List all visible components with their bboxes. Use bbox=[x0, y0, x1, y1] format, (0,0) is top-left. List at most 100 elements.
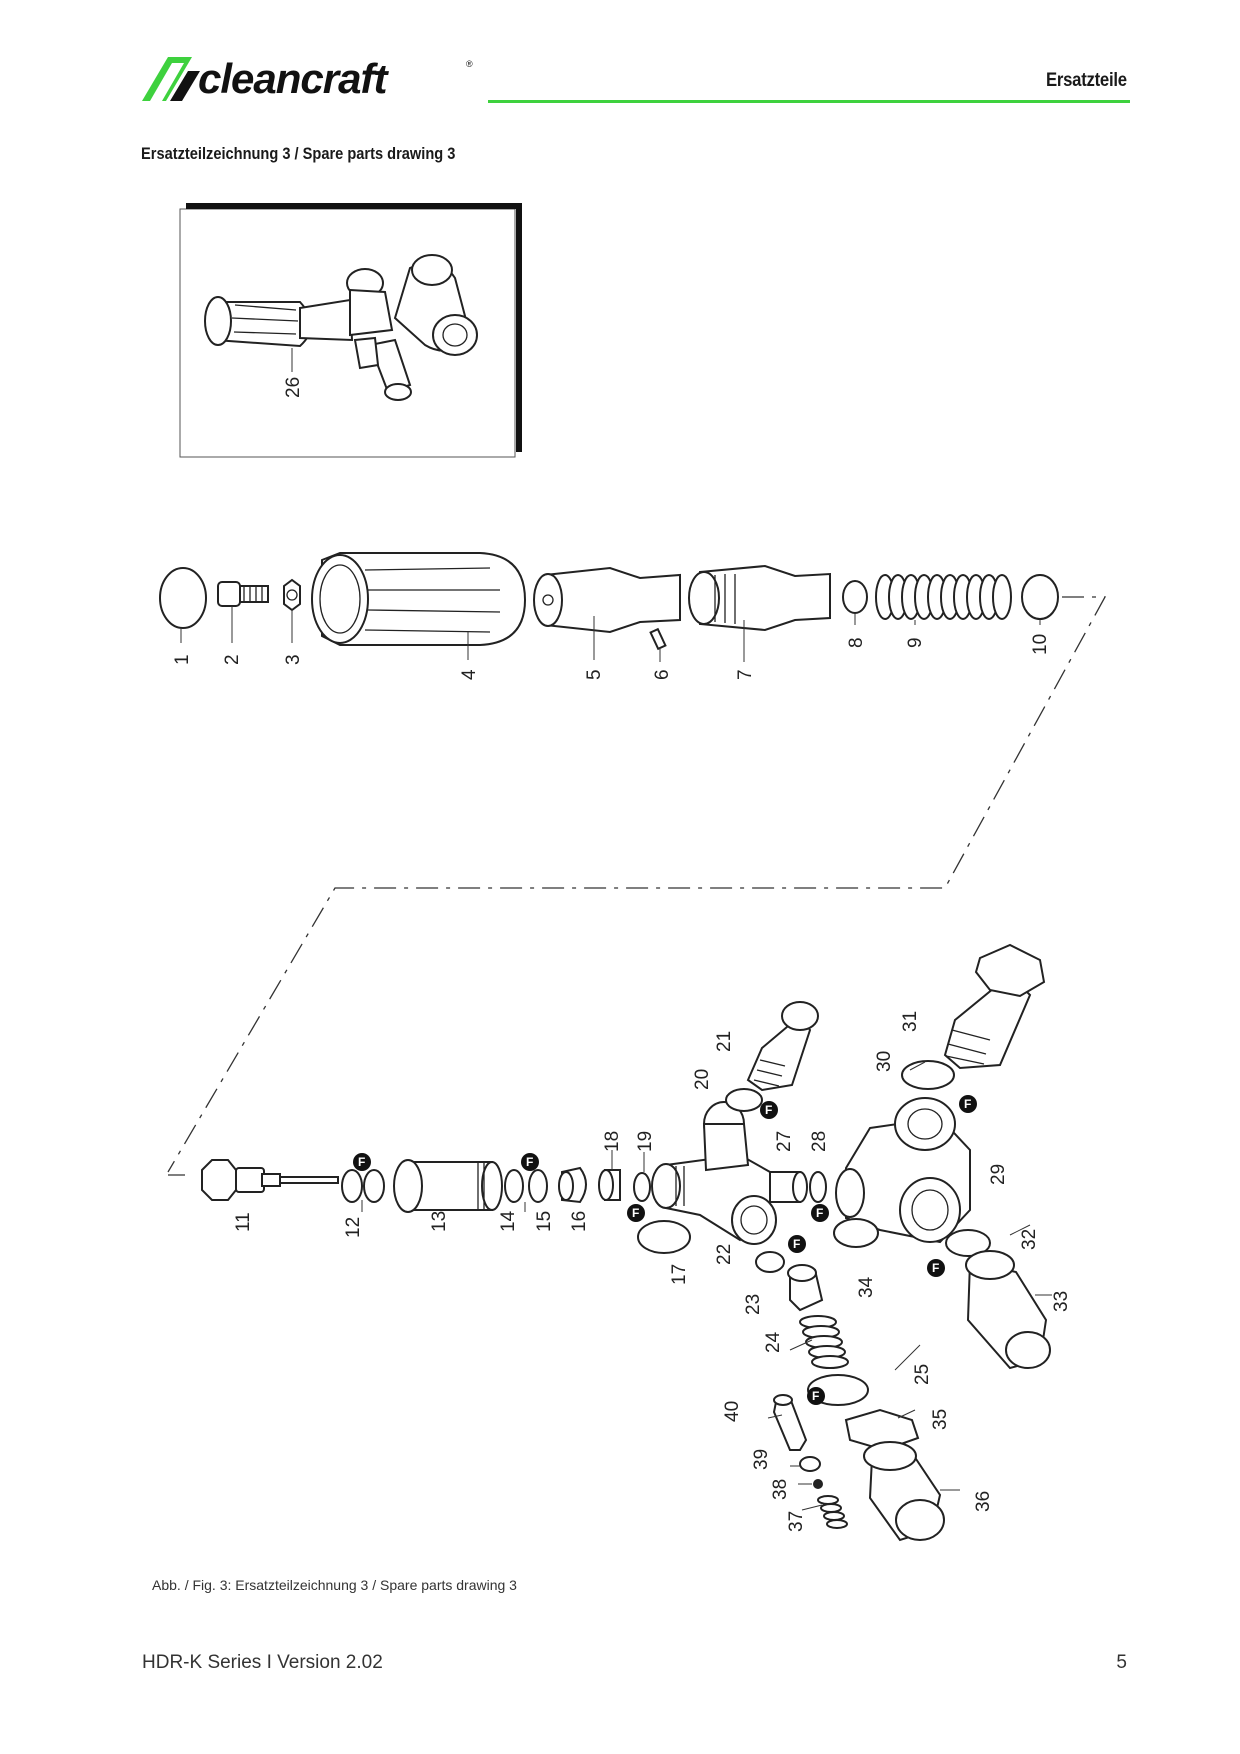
part-number: 36 bbox=[973, 1491, 994, 1512]
section-title: Ersatzteilzeichnung 3 / Spare parts draw… bbox=[141, 144, 456, 163]
part-number: 23 bbox=[743, 1294, 764, 1315]
part-11-valve-stem bbox=[201, 1159, 339, 1201]
part-number: 31 bbox=[900, 1011, 921, 1032]
part-9-spring bbox=[875, 574, 1012, 620]
page-number: 5 bbox=[1116, 1652, 1127, 1673]
f-badges: F F F F F F F F F bbox=[353, 1095, 977, 1405]
part-number: 16 bbox=[569, 1211, 590, 1232]
inset-part-label: 26 bbox=[283, 377, 304, 398]
part-number: 35 bbox=[930, 1409, 951, 1430]
part-number: 11 bbox=[233, 1212, 254, 1232]
part-number: 7 bbox=[735, 669, 756, 680]
part-number: 14 bbox=[498, 1210, 519, 1232]
svg-text:F: F bbox=[632, 1206, 639, 1220]
part-number: 25 bbox=[912, 1364, 933, 1385]
part-number: 2 bbox=[222, 654, 243, 665]
part-10-cap bbox=[1021, 574, 1059, 620]
part-2-bolt bbox=[217, 581, 269, 607]
part-5-sleeve bbox=[533, 566, 681, 634]
svg-text:F: F bbox=[358, 1155, 365, 1169]
inset-frame bbox=[179, 203, 522, 458]
svg-text:F: F bbox=[816, 1206, 823, 1220]
f-badge: F bbox=[811, 1204, 829, 1222]
f-badge: F bbox=[927, 1259, 945, 1277]
svg-text:F: F bbox=[964, 1097, 971, 1111]
part-31-banjo-bolt bbox=[943, 943, 1046, 1070]
connector-line bbox=[167, 596, 1107, 1176]
svg-text:F: F bbox=[765, 1103, 772, 1117]
cleancraft-logo: cleancraft ® bbox=[142, 55, 473, 102]
part-number: 13 bbox=[429, 1211, 450, 1232]
registered-mark: ® bbox=[466, 59, 473, 69]
part-number: 8 bbox=[846, 637, 867, 648]
part-29-block bbox=[835, 1097, 971, 1244]
header-rule bbox=[488, 100, 1130, 103]
part-number: 21 bbox=[714, 1031, 735, 1052]
part-number: 4 bbox=[459, 669, 480, 680]
logo-mark bbox=[142, 57, 200, 101]
part-number: 33 bbox=[1051, 1291, 1072, 1312]
header-title: Ersatzteile bbox=[1046, 70, 1127, 91]
part-number: 39 bbox=[751, 1449, 772, 1470]
part-13-cylinder bbox=[393, 1159, 503, 1213]
part-number: 15 bbox=[534, 1211, 555, 1232]
part-4-handle bbox=[311, 552, 527, 646]
part-number: 3 bbox=[283, 654, 304, 665]
svg-text:F: F bbox=[526, 1155, 533, 1169]
f-badge: F bbox=[788, 1235, 806, 1253]
f-badge: F bbox=[353, 1153, 371, 1171]
f-badge: F bbox=[959, 1095, 977, 1113]
part-number: 12 bbox=[343, 1217, 364, 1238]
row2-numbers: 11 12 13 14 15 16 17 18 19 20 21 22 23 2… bbox=[233, 1011, 1072, 1532]
part-number: 10 bbox=[1030, 634, 1051, 655]
part-number: 9 bbox=[905, 637, 926, 648]
part-number: 24 bbox=[763, 1331, 784, 1353]
part-33-nipple bbox=[965, 1250, 1051, 1370]
part-24-spring bbox=[799, 1315, 849, 1369]
part-number: 30 bbox=[874, 1051, 895, 1072]
figure-caption: Abb. / Fig. 3: Ersatzteilzeichnung 3 / S… bbox=[152, 1577, 517, 1593]
part-number: 22 bbox=[714, 1244, 735, 1265]
part-number: 6 bbox=[652, 669, 673, 680]
part-number: 37 bbox=[786, 1511, 807, 1532]
row2-parts bbox=[201, 943, 1051, 1542]
row1-parts bbox=[159, 552, 1059, 651]
part-number: 32 bbox=[1019, 1229, 1040, 1250]
part-number: 17 bbox=[669, 1264, 690, 1285]
part-7-sleeve bbox=[688, 564, 831, 632]
part-number: 29 bbox=[988, 1164, 1009, 1185]
part-number: 28 bbox=[809, 1131, 830, 1152]
row1-leaders bbox=[180, 606, 1041, 662]
svg-text:F: F bbox=[793, 1237, 800, 1251]
part-23-plug bbox=[787, 1264, 824, 1312]
row1-numbers: 1 2 3 4 5 6 7 8 9 10 bbox=[172, 634, 1051, 680]
part-40-nipple bbox=[772, 1394, 808, 1451]
part-number: 27 bbox=[774, 1131, 795, 1152]
inset-assembly bbox=[204, 254, 478, 401]
part-36-nipple bbox=[863, 1441, 945, 1542]
footer-series: HDR-K Series I Version 2.02 bbox=[142, 1652, 383, 1673]
svg-text:F: F bbox=[812, 1389, 819, 1403]
part-21-banjo-bolt bbox=[746, 1001, 819, 1092]
part-27-nipple bbox=[769, 1171, 808, 1203]
part-number: 18 bbox=[602, 1131, 623, 1152]
f-badge: F bbox=[627, 1204, 645, 1222]
part-number: 5 bbox=[584, 669, 605, 680]
part-16-seat bbox=[558, 1166, 587, 1204]
part-37-spring bbox=[817, 1495, 848, 1529]
part-number: 1 bbox=[172, 654, 193, 665]
part-18-ring bbox=[598, 1169, 621, 1201]
f-badge: F bbox=[760, 1101, 778, 1119]
part-number: 40 bbox=[722, 1401, 743, 1422]
part-number: 19 bbox=[635, 1131, 656, 1152]
svg-text:F: F bbox=[932, 1261, 939, 1275]
part-3-nut bbox=[283, 578, 301, 612]
part-6-pin bbox=[649, 627, 667, 651]
part-number: 34 bbox=[856, 1276, 877, 1298]
part-17-body bbox=[637, 1101, 777, 1254]
row2-leaders bbox=[361, 1061, 1052, 1511]
logo-wordmark: cleancraft bbox=[198, 55, 389, 102]
part-number: 20 bbox=[692, 1069, 713, 1090]
part-number: 38 bbox=[770, 1479, 791, 1500]
